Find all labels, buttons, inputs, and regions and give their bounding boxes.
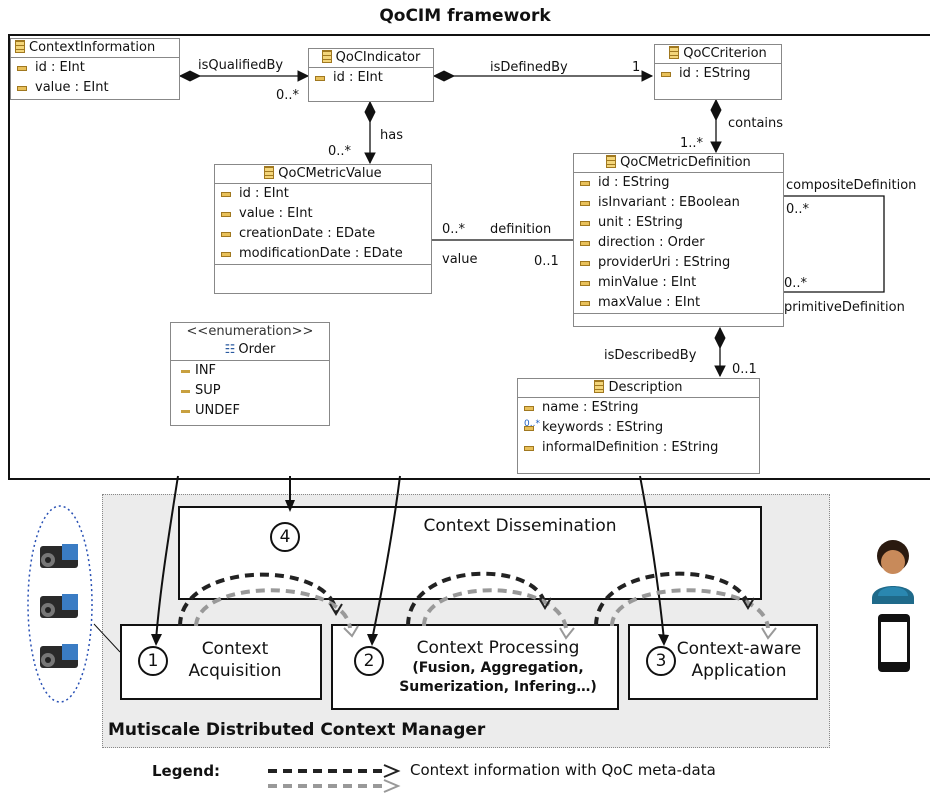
class-qoc-metric-definition: QoCMetricDefinition id : EString isInvar…: [573, 153, 784, 327]
step-3-marker: 3: [646, 646, 676, 676]
assoc-label-has: has: [380, 128, 403, 143]
assoc-label-value: value: [442, 252, 478, 267]
class-icon: [15, 40, 25, 53]
processing-title: Context Processing: [416, 638, 580, 658]
step-2-marker: 2: [354, 646, 384, 676]
attribute-icon: [524, 426, 534, 431]
attribute-icon: [221, 232, 231, 237]
class-qoc-criterion: QoCCriterion id : EString: [654, 44, 782, 100]
class-icon: [594, 380, 605, 393]
assoc-mult: 0..1: [732, 362, 757, 377]
class-qoc-metric-value: QoCMetricValue id : EInt value : EInt cr…: [214, 164, 432, 294]
assoc-mult: 1..*: [680, 136, 704, 151]
assoc-label-isDescribedBy: isDescribedBy: [604, 348, 697, 363]
class-icon: [669, 46, 680, 59]
attribute-icon: [17, 66, 27, 71]
assoc-mult: 0..*: [784, 276, 808, 291]
application-label: Context-aware Application: [676, 639, 802, 681]
attribute-icon: [524, 446, 534, 451]
enumeration-icon: ☷: [224, 342, 236, 356]
diagram-title: QoCIM framework: [379, 6, 551, 26]
dissemination-box: [178, 506, 762, 600]
assoc-mult: 0..*: [786, 202, 810, 217]
manager-label: Mutiscale Distributed Context Manager: [108, 720, 486, 740]
class-qoc-indicator: QoCIndicator id : EInt: [308, 48, 434, 102]
assoc-mult: 0..*: [442, 222, 466, 237]
sensor-icon: [40, 544, 78, 568]
class-description: Description name : EString 0..*keywords …: [517, 378, 760, 474]
assoc-mult: 0..*: [276, 88, 300, 103]
attribute-icon: [221, 252, 231, 257]
class-icon: [264, 166, 275, 179]
attribute-icon: [580, 241, 590, 246]
class-icon: [606, 155, 617, 168]
class-icon: [321, 50, 332, 63]
attribute-icon: [580, 181, 590, 186]
assoc-label-isQualifiedBy: isQualifiedBy: [198, 58, 284, 73]
enum-literal-icon: [181, 370, 190, 373]
step-1-marker: 1: [138, 646, 168, 676]
attribute-icon: [580, 221, 590, 226]
attribute-icon: [17, 86, 27, 91]
sensor-icon: [40, 594, 78, 618]
assoc-label-definition: definition: [490, 222, 552, 237]
assoc-mult: 0..1: [534, 254, 559, 269]
assoc-label-primitiveDefinition: primitiveDefinition: [784, 300, 905, 315]
assoc-mult: 1: [632, 60, 641, 75]
enum-literal-icon: [181, 390, 190, 393]
assoc-label-contains: contains: [728, 116, 784, 131]
smartphone-icon: [878, 614, 910, 672]
attribute-icon: [315, 76, 325, 81]
legend-label: Legend:: [152, 762, 221, 780]
assoc-label-compositeDefinition: compositeDefinition: [786, 178, 917, 193]
dissemination-label: Context Dissemination: [423, 516, 617, 536]
attribute-icon: [580, 281, 590, 286]
legend-text: Context information with QoC meta-data: [410, 761, 716, 779]
attribute-icon: [221, 192, 231, 197]
enum-order: <<enumeration>> ☷Order INF SUP UNDEF: [170, 322, 330, 426]
assoc-mult: 0..*: [328, 144, 352, 159]
attribute-icon: [580, 201, 590, 206]
attribute-icon: [661, 72, 671, 77]
attribute-icon: [580, 261, 590, 266]
step-4-marker: 4: [270, 522, 300, 552]
class-context-information: ContextInformation id : EInt value : EIn…: [10, 38, 180, 100]
attribute-icon: [524, 406, 534, 411]
processing-subtitle: (Fusion, Aggregation, Sumerization, Infe…: [399, 660, 597, 695]
enum-literal-icon: [181, 410, 190, 413]
attribute-icon: [221, 212, 231, 217]
sensor-icon: [40, 644, 78, 668]
acquisition-label: Context Acquisition: [188, 639, 282, 681]
user-icon: [872, 540, 914, 604]
attribute-icon: [580, 301, 590, 306]
assoc-label-isDefinedBy: isDefinedBy: [490, 60, 568, 75]
